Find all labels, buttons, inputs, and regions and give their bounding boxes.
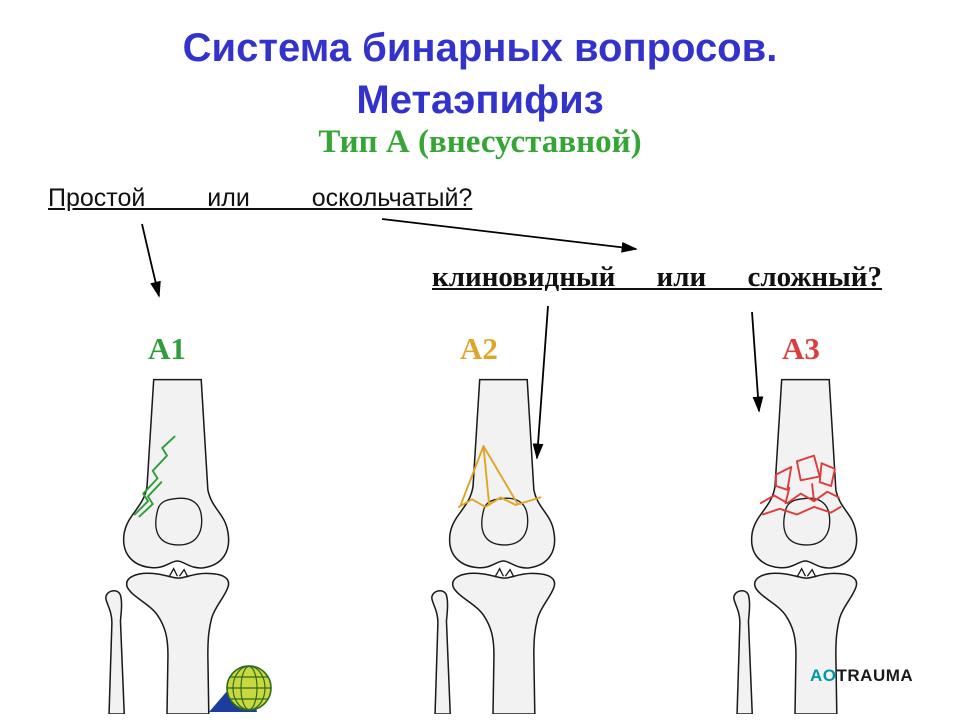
tibia-shape [125, 572, 230, 714]
label-a2: A2 [460, 331, 498, 366]
globe-triangle-icon [209, 665, 272, 712]
femur-condyle-contour [783, 497, 831, 546]
label-a1: A1 [148, 331, 186, 366]
fracture-line-a2-wedge [457, 445, 542, 508]
tibia-shape [451, 572, 556, 714]
title-line-1: Система бинарных вопросов. [182, 26, 778, 70]
bone-figure-a3 [733, 378, 858, 714]
ao-text: AO [810, 666, 837, 685]
fibula-shape [105, 589, 126, 714]
tibia-shape [753, 572, 858, 714]
fibula-shape [431, 589, 452, 714]
tibial-spines [494, 567, 515, 578]
bone-figure-a1 [105, 378, 230, 714]
fibula-shape [733, 589, 754, 714]
aotrauma-logo: AOTRAUMA [810, 666, 913, 686]
trauma-text: TRAUMA [836, 666, 914, 685]
femur-shape [448, 378, 556, 569]
femur-shape [122, 378, 230, 569]
arrow-to-a1 [141, 223, 161, 298]
globe-gridlines [226, 665, 272, 711]
femur-shape [750, 378, 858, 569]
fracture-line-a1-simple [133, 435, 176, 518]
question-simple-or-comminuted: Простой или оскольчатый? [48, 184, 473, 212]
arrow-to-wedge-question [381, 218, 638, 253]
fracture-lines-a3-complex [759, 454, 842, 516]
bone-figure-a2 [431, 378, 556, 714]
femur-condyle-contour [155, 497, 203, 546]
question-wedge-or-complex: клиновидный или сложный? [432, 261, 882, 293]
label-a3: A3 [782, 331, 820, 366]
title-line-2: Метаэпифиз [356, 78, 604, 122]
subtitle-type-a: Тип А (внесуставной) [318, 124, 642, 160]
tibial-spines [796, 567, 817, 578]
tibial-spines [168, 567, 189, 578]
page-title: Система бинарных вопросов. Метаэпифиз [0, 22, 960, 126]
